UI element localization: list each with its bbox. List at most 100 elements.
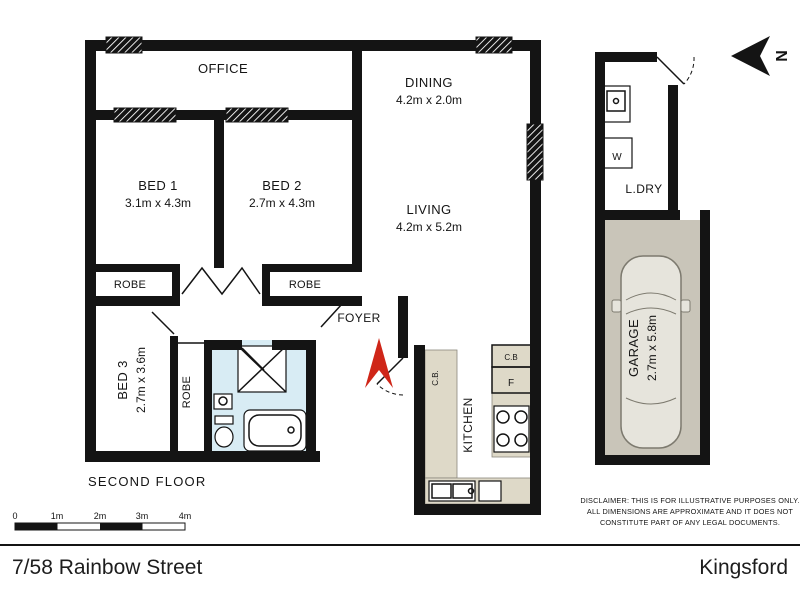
bed3-label: BED 3 xyxy=(115,360,130,400)
car-mirror xyxy=(680,299,691,313)
window xyxy=(475,36,513,54)
scale-bar-segment xyxy=(15,523,58,530)
bed3-door-leaf xyxy=(151,311,175,335)
basin-bowl xyxy=(218,396,228,406)
entry-door-arc xyxy=(376,383,404,396)
floor-title: SECOND FLOOR xyxy=(88,474,206,489)
north-arrow-icon xyxy=(731,36,770,76)
kitchen-fixtures xyxy=(428,344,532,502)
windows xyxy=(105,36,544,181)
dishwasher xyxy=(478,480,502,502)
wall-segment xyxy=(306,296,342,306)
laundry-door-arc xyxy=(683,56,695,85)
entry-door-leaf xyxy=(376,357,404,385)
wall-segment xyxy=(262,264,362,272)
window xyxy=(526,123,544,181)
wall-segment xyxy=(85,40,96,462)
wall-segment xyxy=(595,52,657,62)
wall-segment xyxy=(85,40,541,51)
foyer-door-leaf xyxy=(320,303,343,328)
cupboard-left-label: C.B. xyxy=(431,370,440,386)
kitchen-bench-left xyxy=(424,349,458,479)
living-label: LIVING xyxy=(406,202,451,217)
scale-tick-label: 4m xyxy=(179,511,192,521)
robe2-label: ROBE xyxy=(289,279,321,291)
garage-label: GARAGE xyxy=(626,319,641,377)
wall-segment xyxy=(668,85,678,218)
wall-segment xyxy=(414,504,541,515)
scale-tick-label: 2m xyxy=(94,511,107,521)
wall-segment xyxy=(272,340,314,350)
disclaimer-line: ALL DIMENSIONS ARE APPROXIMATE AND IT DO… xyxy=(587,507,793,516)
wall-segment xyxy=(204,340,212,462)
laundry-tub-drain xyxy=(612,97,620,105)
bathtub-inner xyxy=(248,414,302,447)
laundry-fixtures xyxy=(601,85,633,169)
robe-bifold-doors xyxy=(181,266,261,296)
wall-segment xyxy=(595,455,710,465)
scale-bar: 0 1m 2m 3m 4m xyxy=(12,511,192,531)
cupboard-right-label: C.B xyxy=(504,353,517,362)
footer: 7/58 Rainbow Street Kingsford xyxy=(0,544,800,579)
scale-tick-label: 1m xyxy=(51,511,64,521)
car-mirror xyxy=(611,299,622,313)
wall-segment xyxy=(212,340,242,350)
sink-bowl xyxy=(431,483,452,499)
washer-label: W xyxy=(612,152,622,163)
disclaimer-line: DISCLAIMER: THIS IS FOR ILLUSTRATIVE PUR… xyxy=(580,496,799,505)
entry-arrow xyxy=(365,338,393,388)
wall-segment xyxy=(96,264,180,272)
room-labels: OFFICE DINING 4.2m x 2.0m BED 1 3.1m x 4… xyxy=(88,61,662,489)
laundry-label: L.DRY xyxy=(625,182,662,196)
bed3-dims: 2.7m x 3.6m xyxy=(134,347,148,413)
wall-segment xyxy=(700,210,710,465)
foyer-label: FOYER xyxy=(337,311,380,325)
footer-divider xyxy=(0,544,800,546)
stove-burner xyxy=(496,410,510,424)
wall-segment xyxy=(352,40,362,268)
kitchen-label: KITCHEN xyxy=(461,397,475,452)
north-label: N xyxy=(774,50,791,62)
bed2-dims: 2.7m x 4.3m xyxy=(249,196,315,210)
stove-burner xyxy=(496,433,510,447)
wall-segment xyxy=(214,120,224,268)
bathroom-door-leaf xyxy=(241,347,265,371)
wall-segment xyxy=(398,296,408,358)
scale-tick-label: 0 xyxy=(12,511,17,521)
wall-segment xyxy=(530,40,541,515)
wall-segment xyxy=(170,336,178,462)
wall-segment xyxy=(595,52,605,465)
robe1-label: ROBE xyxy=(114,279,146,291)
robe3-label: ROBE xyxy=(181,376,193,408)
wall-segment xyxy=(306,340,316,462)
sink-tap xyxy=(467,487,475,495)
window xyxy=(225,107,289,123)
sink-bowl xyxy=(452,483,473,499)
car xyxy=(611,255,691,449)
suburb-text: Kingsford xyxy=(699,556,788,579)
basin xyxy=(213,393,233,410)
bathroom-fixtures xyxy=(213,345,307,452)
car-windshield xyxy=(625,307,677,315)
car-body xyxy=(620,255,682,449)
wall-segment xyxy=(262,264,270,306)
wall-segment xyxy=(85,451,320,462)
living-dims: 4.2m x 5.2m xyxy=(396,220,462,234)
window xyxy=(105,36,143,54)
laundry-tub-bowl xyxy=(606,90,626,112)
bed2-label: BED 2 xyxy=(262,178,302,193)
car-rear-window xyxy=(625,397,677,405)
car-hood-line xyxy=(625,292,677,301)
scale-bar-segment xyxy=(100,523,143,530)
stove-burner xyxy=(514,410,528,424)
disclaimer-line: CONSTITUTE PART OF ANY LEGAL DOCUMENTS. xyxy=(600,518,780,527)
bed1-label: BED 1 xyxy=(138,178,178,193)
wall-segment xyxy=(96,296,180,306)
fridge-label: F xyxy=(508,378,514,389)
toilet-cistern xyxy=(214,415,234,425)
dining-label: DINING xyxy=(405,75,453,90)
north-arrow: N xyxy=(731,36,791,76)
wall-segment xyxy=(595,210,680,220)
